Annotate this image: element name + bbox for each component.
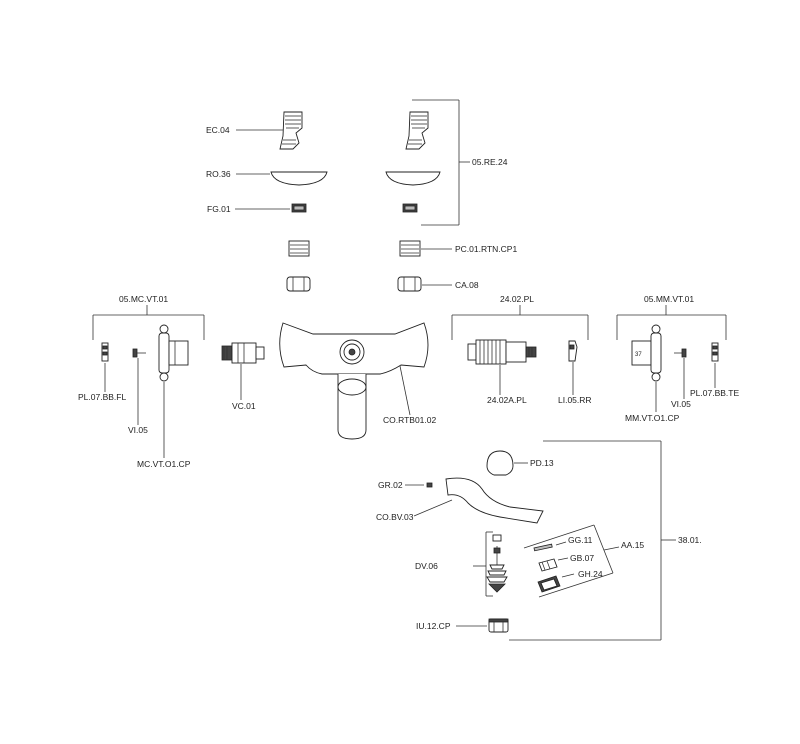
label-mcvt: 05.MC.VT.01 bbox=[119, 294, 168, 304]
label-mmvtcp: MM.VT.O1.CP bbox=[625, 413, 680, 423]
label-pd13: PD.13 bbox=[530, 458, 554, 468]
screw-part-right bbox=[674, 348, 687, 358]
union-nut-part bbox=[488, 618, 509, 633]
label-3801: 38.01. bbox=[678, 535, 702, 545]
elbow-part-right bbox=[405, 111, 429, 150]
elbow-part-left bbox=[279, 111, 303, 150]
label-corbt: CO.RTB01.02 bbox=[383, 415, 437, 425]
label-a2402: 24.02A.PL bbox=[487, 395, 527, 405]
aerator-housing-part bbox=[537, 575, 561, 593]
label-iu12: IU.12.CP bbox=[416, 621, 451, 631]
thermostatic-cartridge-part bbox=[467, 339, 537, 365]
label-gg11: GG.11 bbox=[568, 535, 593, 545]
label-fg01: FG.01 bbox=[207, 204, 231, 214]
aerator-part bbox=[538, 558, 558, 572]
label-ec04: EC.04 bbox=[206, 125, 230, 135]
grub-screw-part bbox=[426, 482, 433, 488]
label-pl2402: 24.02.PL bbox=[500, 294, 534, 304]
nut-part-left bbox=[286, 276, 311, 292]
label-plbbfl: PL.07.BB.FL bbox=[78, 392, 126, 402]
valve-cartridge-part bbox=[221, 342, 265, 364]
limiter-ring-part bbox=[568, 340, 578, 362]
rosette-part-left bbox=[270, 171, 328, 186]
connector-part-right bbox=[399, 240, 421, 257]
label-dv06: DV.06 bbox=[415, 561, 438, 571]
diverter-knob-part bbox=[486, 450, 514, 476]
label-pc01: PC.01.RTN.CP1 bbox=[455, 244, 517, 254]
label-li05: LI.05.RR bbox=[558, 395, 592, 405]
cross-handle-left bbox=[158, 324, 189, 382]
screw-part-left bbox=[132, 348, 146, 358]
label-vc01: VC.01 bbox=[232, 401, 256, 411]
spout-part bbox=[445, 477, 544, 524]
mixer-body-part bbox=[279, 322, 429, 440]
connector-part-left bbox=[288, 240, 310, 257]
rosette-part-right bbox=[385, 171, 441, 186]
diverter-part bbox=[486, 534, 508, 593]
label-vi05-right: VI.05 bbox=[671, 399, 691, 409]
nut-part-right bbox=[397, 276, 422, 292]
label-re24: 05.RE.24 bbox=[472, 157, 508, 167]
label-gh24: GH.24 bbox=[578, 569, 603, 579]
handle-mark-text: 37 bbox=[635, 352, 642, 358]
cross-handle-right: 37 bbox=[631, 324, 662, 382]
label-vi05-left: VI.05 bbox=[128, 425, 148, 435]
filter-part-left bbox=[291, 203, 307, 213]
label-gb07: GB.07 bbox=[570, 553, 594, 563]
label-plbbte: PL.07.BB.TE bbox=[690, 388, 739, 398]
filter-part-right bbox=[402, 203, 418, 213]
label-aa15: AA.15 bbox=[621, 540, 644, 550]
label-mmvt: 05.MM.VT.01 bbox=[644, 294, 694, 304]
gasket-part bbox=[533, 543, 553, 552]
label-mcvtcp: MC.VT.O1.CP bbox=[137, 459, 191, 469]
plate-part-left bbox=[101, 342, 109, 362]
label-ca08: CA.08 bbox=[455, 280, 479, 290]
plate-part-right bbox=[711, 342, 719, 362]
label-cobv: CO.BV.03 bbox=[376, 512, 414, 522]
label-gr02: GR.02 bbox=[378, 480, 403, 490]
label-ro36: RO.36 bbox=[206, 169, 231, 179]
